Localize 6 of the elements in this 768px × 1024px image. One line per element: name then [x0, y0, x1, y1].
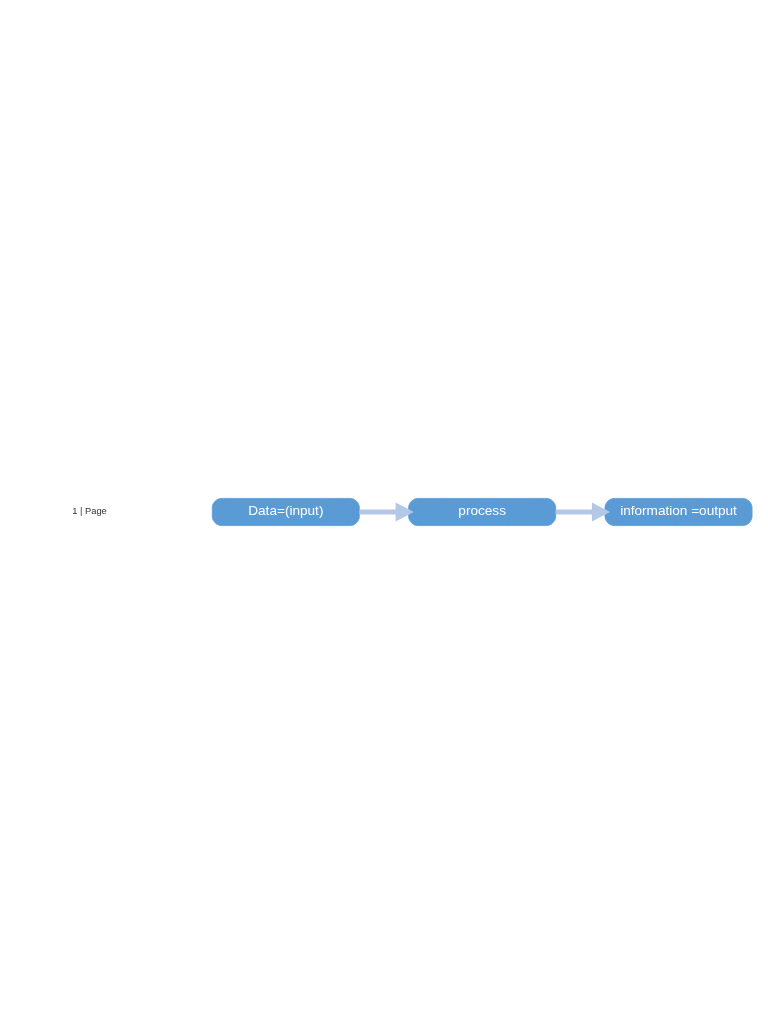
node-box: information =output: [604, 497, 753, 527]
node-box: Data=(input): [211, 497, 360, 527]
arrow: [359, 502, 414, 522]
label: 1 | Page: [72, 506, 107, 517]
arrow: [555, 502, 611, 522]
node-box: process: [408, 497, 557, 527]
